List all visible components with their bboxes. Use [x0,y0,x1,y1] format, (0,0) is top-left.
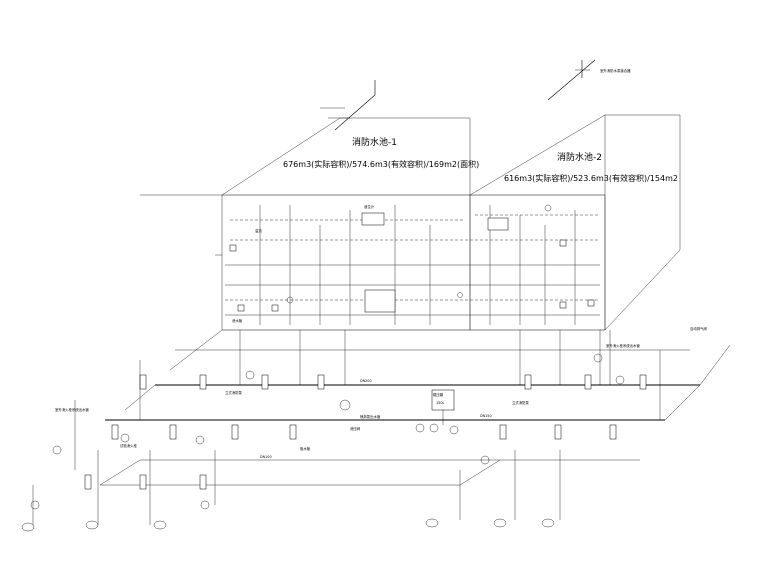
pressure-tank-label: 稳压罐 [433,392,444,397]
dn200-label: DN200 [360,379,372,383]
pool-2-title: 消防水池-2 [557,151,602,163]
dn150-label: DN150 [480,414,492,418]
pool-1-title: 消防水池-1 [352,136,397,148]
pool-2-spec: 616m3(实际容积)/523.6m3(有效容积)/154m2 [504,173,678,183]
pump-label-left: 立式消防泵 [225,390,243,395]
outdoor-hydrant-outlet-left: 室外消火栓系统出水管 [55,407,90,412]
pool-1-spec: 676m3(实际容积)/574.6m3(有效容积)/169m2(面积) [283,159,479,169]
inlet-label: 吸水管 [300,446,311,451]
main-headers [99,330,731,486]
pump-label-right: 立式消防泵 [512,400,530,405]
left-pump-group [21,360,325,532]
overflow-label: 溢流 [255,228,262,233]
outdoor-hydrant-outlet-right: 室外消火栓系统出水管 [606,343,641,348]
sprinkler-pump-label: 喷淋泵出水管 [360,414,381,419]
pool-internal-piping [225,204,600,325]
pressure-tank [339,389,459,435]
dn100-label: DN100 [260,455,272,459]
pool-envelopes [140,114,681,371]
test-valve-label: 试验消火栓 [120,443,138,448]
tank-volume-label: 150L [436,401,444,405]
outdoor-hydrant-label: 室外消防水泵接合器 [600,68,631,73]
top-incoming-pipes [320,59,596,131]
auto-vent-label: 自动排气阀 [690,326,708,331]
level-label: 液位计 [364,204,375,209]
relief-label: 泄压阀 [350,426,361,431]
drain-label: 泄水管 [232,318,243,323]
right-pump-group [425,330,661,528]
